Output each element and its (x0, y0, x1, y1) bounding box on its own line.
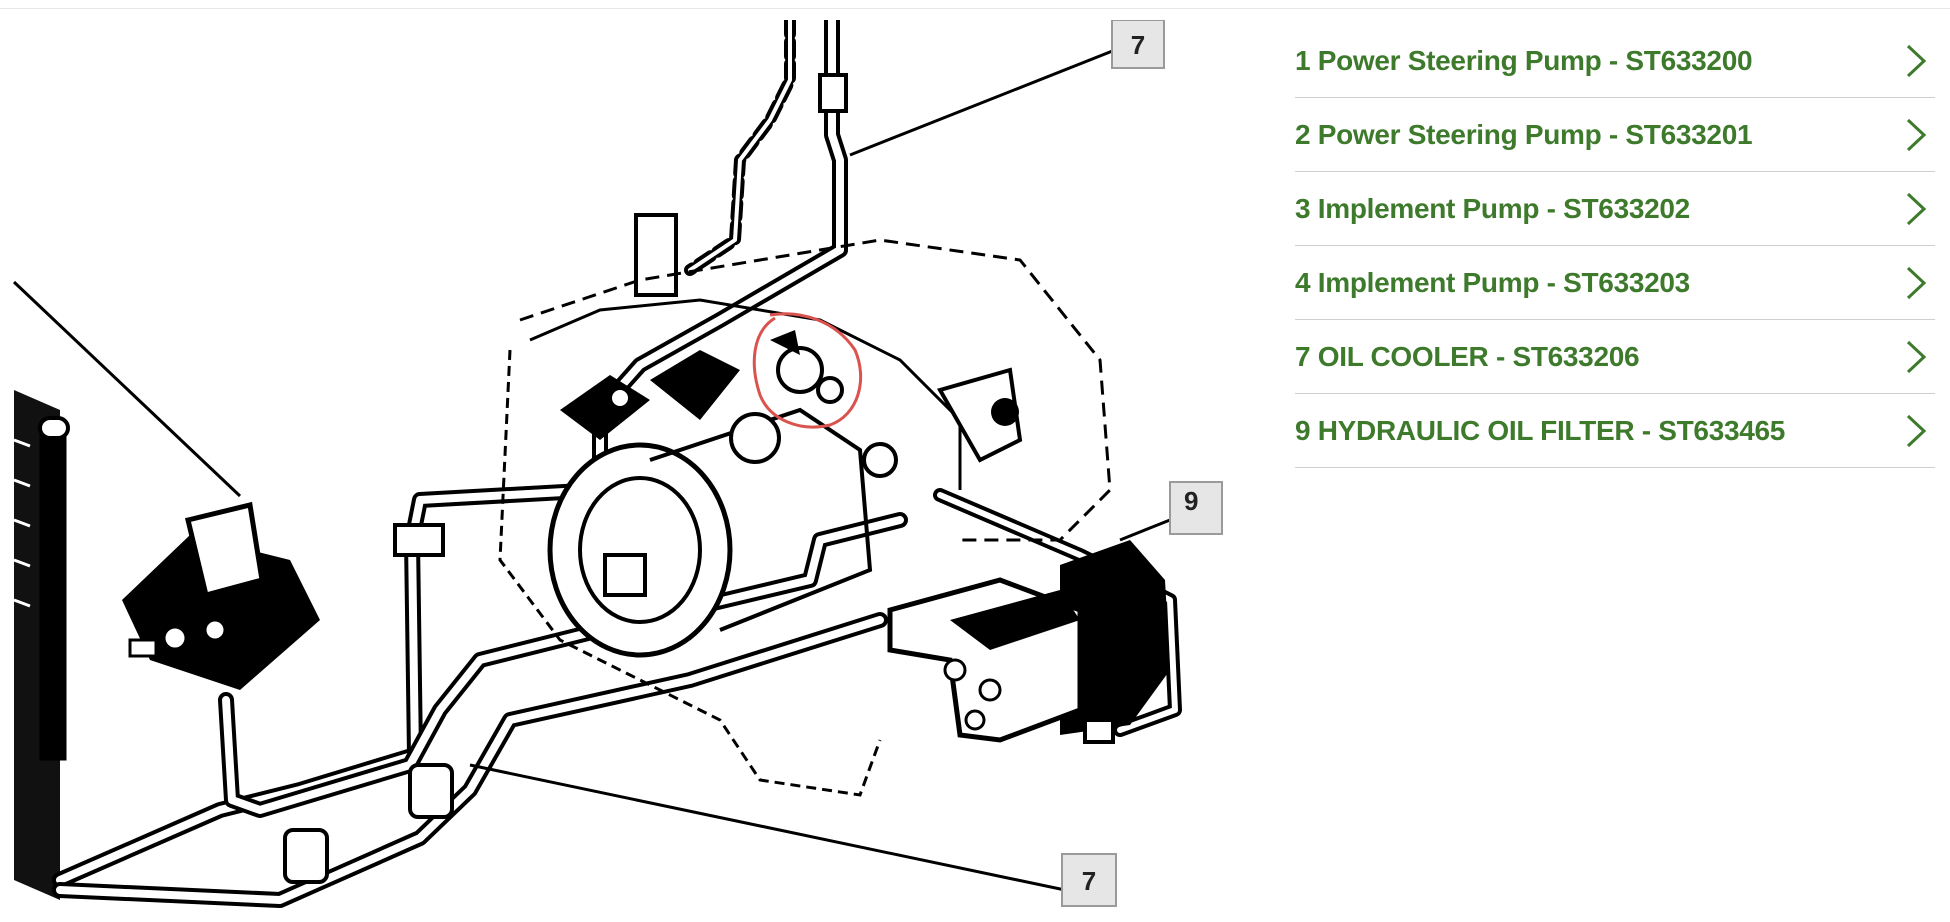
parts-list: 1 Power Steering Pump - ST633200 2 Power… (1295, 24, 1935, 468)
exploded-view-drawing: 7 9 7 (12, 20, 1223, 908)
callout-7-top-label: 7 (1131, 30, 1145, 60)
circled-fitting-drawing (770, 330, 844, 404)
top-divider (0, 8, 1950, 9)
part-link-label[interactable]: 4 Implement Pump - ST633203 (1295, 266, 1690, 298)
part-link-label[interactable]: 1 Power Steering Pump - ST633200 (1295, 44, 1753, 76)
chevron-right-icon[interactable] (1905, 44, 1927, 78)
part-item-hydraulic-oil-filter-9[interactable]: 9 HYDRAULIC OIL FILTER - ST633465 (1295, 394, 1935, 468)
chevron-right-icon[interactable] (1905, 118, 1927, 152)
callout-7-bottom-label: 7 (1082, 866, 1096, 896)
red-annotation-circle (752, 312, 863, 429)
part-link-label[interactable]: 9 HYDRAULIC OIL FILTER - ST633465 (1295, 414, 1786, 446)
chevron-right-icon[interactable] (1905, 414, 1927, 448)
part-item-implement-pump-4[interactable]: 4 Implement Pump - ST633203 (1295, 246, 1935, 320)
callout-7-bottom: 7 (1061, 853, 1117, 907)
hydraulic-lines (52, 20, 1182, 908)
part-item-power-steering-pump-1[interactable]: 1 Power Steering Pump - ST633200 (1295, 24, 1935, 98)
hydraulic-oil-filter-drawing (887, 540, 1170, 744)
chevron-right-icon[interactable] (1905, 266, 1927, 300)
part-link-label[interactable]: 3 Implement Pump - ST633202 (1295, 192, 1690, 224)
pipe-clamps (283, 73, 848, 884)
callout-9-label: 9 (1184, 486, 1198, 516)
chevron-right-icon[interactable] (1905, 340, 1927, 374)
hydraulic-pump-drawing (547, 350, 1023, 658)
control-valve-drawing (122, 501, 320, 690)
part-link-label[interactable]: 7 OIL COOLER - ST633206 (1295, 340, 1640, 372)
part-item-power-steering-pump-2[interactable]: 2 Power Steering Pump - ST633201 (1295, 98, 1935, 172)
callout-7-top: 7 (1111, 20, 1165, 69)
callout-9: 9 (1169, 481, 1223, 535)
part-item-oil-cooler-7[interactable]: 7 OIL COOLER - ST633206 (1295, 320, 1935, 394)
oil-cooler-drawing (13, 390, 70, 900)
chevron-right-icon[interactable] (1905, 192, 1927, 226)
part-link-label[interactable]: 2 Power Steering Pump - ST633201 (1295, 118, 1753, 150)
part-item-implement-pump-3[interactable]: 3 Implement Pump - ST633202 (1295, 172, 1935, 246)
parts-diagram: 7 9 7 (0, 20, 1235, 920)
